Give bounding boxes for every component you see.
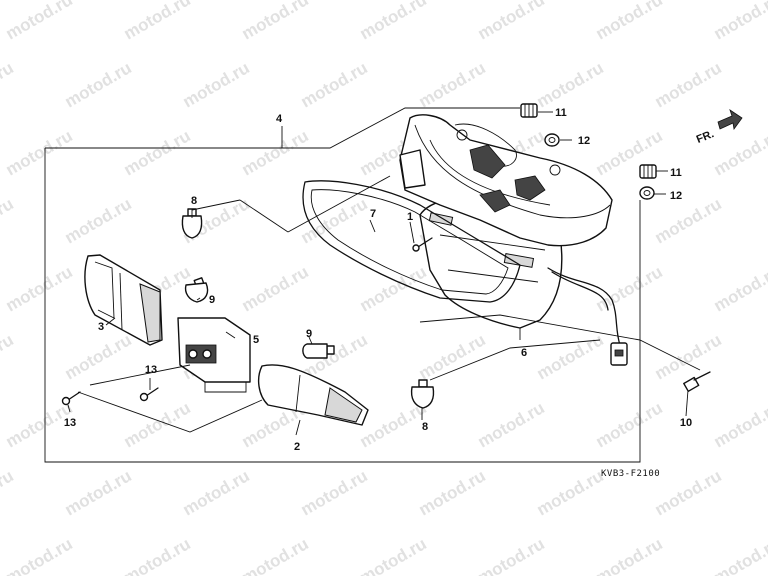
bulb-9-lower [302, 343, 335, 359]
watermark-text: motod.ru [62, 58, 135, 111]
watermark-text: motod.ru [593, 262, 666, 315]
watermark-text: motod.ru [0, 194, 17, 247]
watermark-text: motod.ru [357, 534, 430, 576]
assembly-frame [44, 148, 701, 463]
leader-lines [67, 111, 689, 436]
nut-12-upper [544, 133, 560, 147]
nut-12-lower [639, 186, 655, 200]
callout-9: 9 [306, 328, 312, 340]
callout-2: 2 [294, 441, 300, 453]
callout-8: 8 [191, 195, 197, 207]
watermark-text: motod.ru [652, 466, 725, 519]
screw-13-a [61, 391, 81, 406]
watermark-text: motod.ru [3, 534, 76, 576]
watermark-text: motod.ru [239, 0, 312, 43]
socket-housing [177, 317, 251, 393]
watermark-text: motod.ru [711, 534, 768, 576]
watermark-text: motod.ru [593, 0, 666, 43]
watermark-text: motod.ru [298, 58, 371, 111]
watermark-text: motod.ru [3, 0, 76, 43]
callout-4: 4 [276, 113, 283, 125]
callout-11: 11 [670, 167, 682, 179]
right-turn-signal-lens [257, 364, 369, 426]
watermark-text: motod.ru [62, 466, 135, 519]
watermark-text: motod.ru [416, 330, 489, 383]
watermark-text: motod.ru [357, 0, 430, 43]
watermark-text: motod.ru [3, 126, 76, 179]
callout-9: 9 [209, 294, 215, 306]
watermark-text: motod.ru [416, 58, 489, 111]
watermark-text: motod.ru [711, 0, 768, 43]
watermark-text: motod.ru [0, 466, 17, 519]
callout-1: 1 [407, 211, 413, 223]
clip-11-lower [639, 164, 657, 179]
watermark-text: motod.ru [357, 262, 430, 315]
wire-harness [547, 267, 621, 346]
watermark-text: motod.ru [475, 398, 548, 451]
arrow-icon [717, 109, 743, 131]
wire-harness-2 [551, 271, 609, 311]
watermark-text: motod.ru [239, 262, 312, 315]
watermark-text: motod.ru [0, 330, 17, 383]
watermark-text: motod.ru [121, 398, 194, 451]
callout-11: 11 [555, 107, 567, 119]
watermark-text: motod.ru [3, 262, 76, 315]
front-direction-indicator: FR. [695, 109, 743, 146]
callout-5: 5 [253, 334, 259, 346]
callout-6: 6 [521, 347, 527, 359]
watermark-text: motod.ru [62, 330, 135, 383]
callout-10: 10 [680, 417, 692, 429]
watermark-text: motod.ru [62, 194, 135, 247]
watermark-text: motod.ru [121, 126, 194, 179]
watermark-text: motod.ru [121, 534, 194, 576]
screw-13-b [139, 387, 159, 402]
callout-13: 13 [145, 364, 157, 376]
upper-bracket-assembly [399, 114, 613, 247]
watermark-text: motod.ru [534, 330, 607, 383]
watermark-text: motod.ru [475, 0, 548, 43]
callout-7: 7 [370, 208, 376, 220]
watermark-text: motod.ru [0, 58, 17, 111]
watermark-text: motod.ru [652, 58, 725, 111]
left-turn-signal-lens [84, 254, 163, 346]
callout-12: 12 [670, 190, 682, 202]
watermark-text: motod.ru [593, 398, 666, 451]
bolt-10 [683, 371, 711, 393]
watermark-text: motod.ru [652, 194, 725, 247]
screw-1 [412, 237, 433, 252]
watermark-text: motod.ru [180, 58, 253, 111]
clip-11-upper [520, 103, 538, 118]
watermark-text: motod.ru [534, 58, 607, 111]
watermark-text: motod.ru [121, 0, 194, 43]
watermark-text: motod.ru [593, 534, 666, 576]
watermark-text: motod.ru [475, 534, 548, 576]
callout-12: 12 [578, 135, 590, 147]
bulb-8-lower [410, 379, 435, 409]
watermark-text: motod.ru [239, 534, 312, 576]
callout-8: 8 [422, 421, 428, 433]
fr-label: FR. [695, 128, 716, 146]
watermark-text: motod.ru [239, 126, 312, 179]
bulb-9-upper [184, 277, 209, 303]
callout-13: 13 [64, 417, 76, 429]
watermark-text: motod.ru [298, 466, 371, 519]
callout-3: 3 [98, 321, 104, 333]
gasket [302, 180, 521, 303]
watermark-text: motod.ru [711, 126, 768, 179]
watermark-text: motod.ru [711, 262, 768, 315]
watermark-text: motod.ru [711, 398, 768, 451]
watermark-text: motod.ru [652, 330, 725, 383]
diagram-code: KVB3-F2100 [601, 469, 660, 479]
watermark-text: motod.ru [180, 466, 253, 519]
assembly-frame-top [45, 107, 520, 149]
watermark-text: motod.ru [534, 466, 607, 519]
watermark-text: motod.ru [416, 466, 489, 519]
connector-latch [614, 349, 624, 357]
